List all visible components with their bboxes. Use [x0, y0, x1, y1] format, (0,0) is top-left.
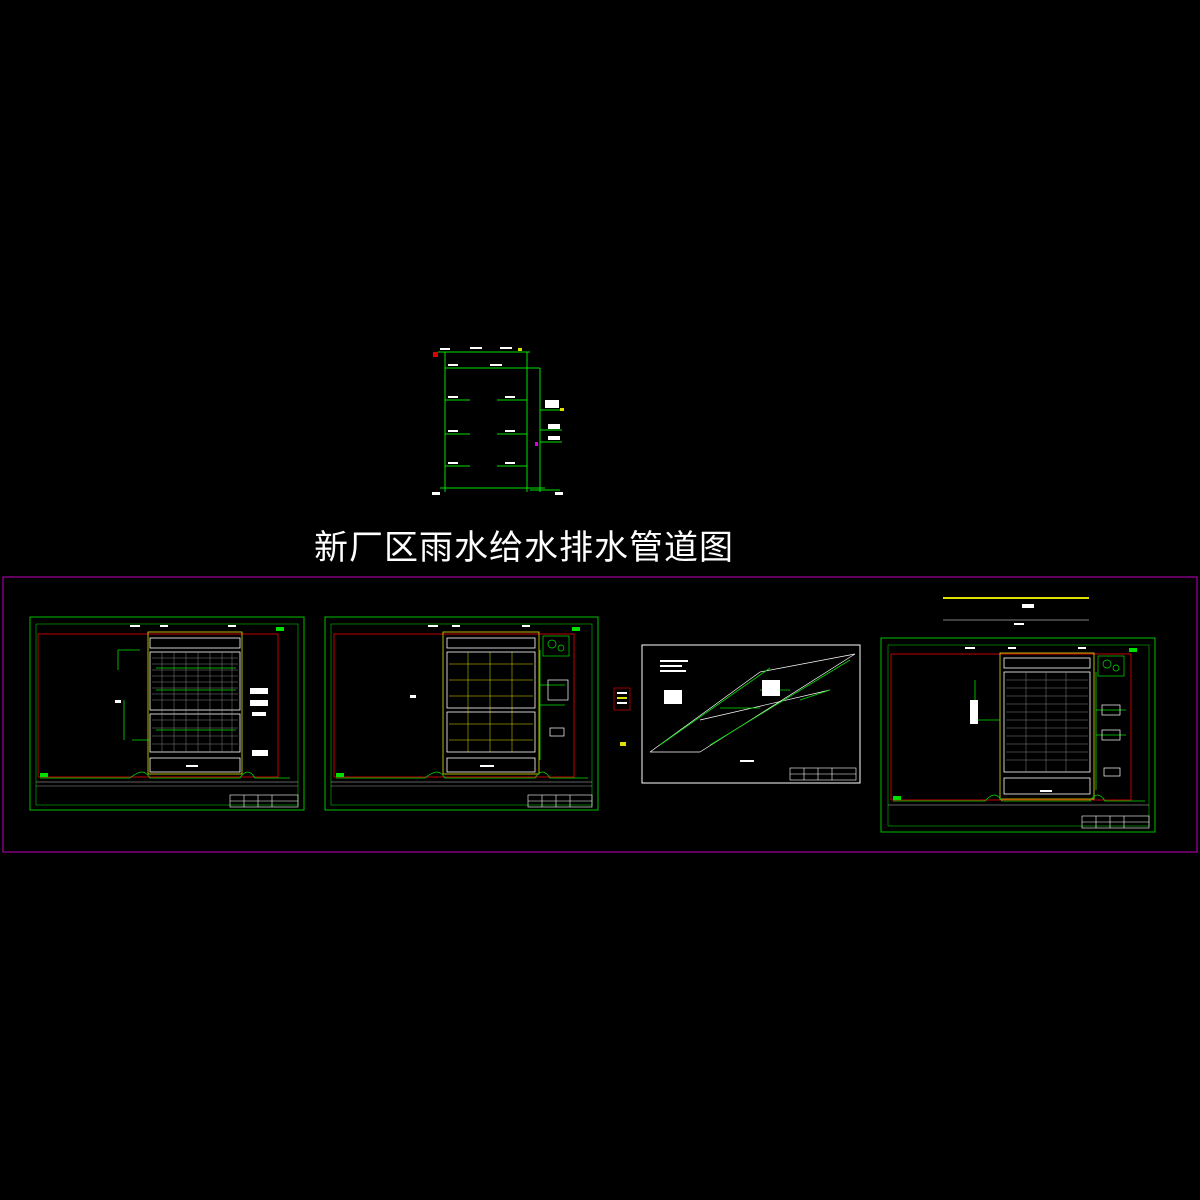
layout-frame — [2, 576, 1198, 853]
sheet-4-boundary — [890, 653, 1132, 801]
sheet-1[interactable] — [29, 616, 305, 811]
sheet-1-title-block — [229, 794, 299, 808]
sheet-2-grid — [449, 652, 533, 752]
riser-accents — [433, 348, 564, 446]
sheet-3-pipes — [659, 659, 851, 746]
sheet-2-pipes — [336, 650, 588, 779]
sheet-3-title-block — [789, 767, 857, 781]
sheet-3[interactable] — [641, 644, 861, 784]
sheet-3-notes — [660, 660, 780, 762]
sheet-2-building — [442, 631, 540, 775]
sheet-4-marks — [965, 647, 1086, 792]
sheet-4-pipes — [893, 672, 1145, 802]
sheet-1-building — [147, 631, 243, 775]
sheet-2-boundary — [333, 633, 575, 778]
sheet-2-marks — [410, 625, 530, 767]
sheet-1-marks — [115, 625, 268, 767]
riser-labels — [432, 347, 563, 495]
riser-diagram — [438, 351, 562, 492]
sheet-4-title-block — [1081, 815, 1150, 829]
sheet-4-building — [999, 652, 1095, 800]
sheet-2[interactable] — [324, 616, 599, 811]
drawing-title: 新厂区雨水给水排水管道图 — [314, 528, 734, 568]
sheet-2-landscape — [542, 635, 570, 737]
sheet-1-boundary — [37, 633, 279, 778]
sheet-4-grid — [1006, 672, 1088, 772]
sheet-2-title-block — [527, 794, 593, 808]
legend-card — [613, 687, 631, 746]
sheet-1-grid — [152, 652, 238, 752]
sheet-4[interactable] — [880, 637, 1156, 833]
scale-bar — [943, 597, 1089, 625]
sheet-1-pipes — [40, 649, 290, 779]
sheet-4-landscape — [1097, 655, 1125, 777]
